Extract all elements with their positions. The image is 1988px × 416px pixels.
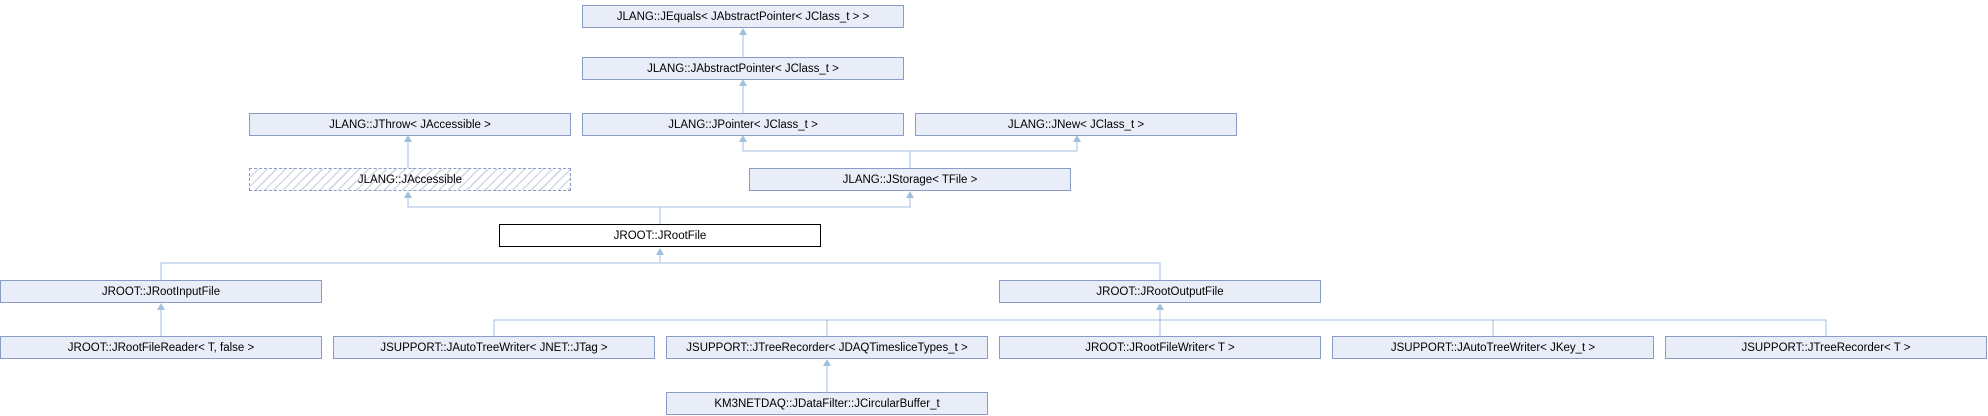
class-label: JSUPPORT::JAutoTreeWriter< JKey_t >	[1390, 341, 1596, 354]
class-node-jautotreewriter-jtag[interactable]: JSUPPORT::JAutoTreeWriter< JNET::JTag >	[333, 336, 655, 359]
class-label: JROOT::JRootFileReader< T, false >	[67, 341, 255, 354]
edge-jstorage-to-parents	[739, 135, 1081, 168]
class-node-jrootoutputfile[interactable]: JROOT::JRootOutputFile	[999, 280, 1321, 303]
class-label: JROOT::JRootFile	[613, 229, 707, 242]
class-node-jrootfile: JROOT::JRootFile	[499, 224, 821, 247]
class-node-jcircularbuffer[interactable]: KM3NETDAQ::JDataFilter::JCircularBuffer_…	[666, 392, 988, 415]
class-label: JROOT::JRootFileWriter< T >	[1085, 341, 1235, 354]
class-label: JSUPPORT::JTreeRecorder< JDAQTimesliceTy…	[686, 341, 968, 354]
class-label: JROOT::JRootOutputFile	[1096, 285, 1224, 298]
edge-jaccessible-to-jthrow	[404, 135, 412, 168]
class-label: JLANG::JAbstractPointer< JClass_t >	[647, 62, 839, 75]
class-label: JLANG::JPointer< JClass_t >	[668, 118, 818, 131]
class-label: JSUPPORT::JAutoTreeWriter< JNET::JTag >	[380, 341, 608, 354]
class-node-jpointer[interactable]: JLANG::JPointer< JClass_t >	[582, 113, 904, 136]
class-node-jstorage[interactable]: JLANG::JStorage< TFile >	[749, 168, 1071, 191]
class-node-jtreerecorder-t[interactable]: JSUPPORT::JTreeRecorder< T >	[1665, 336, 1987, 359]
class-node-jabstractpointer[interactable]: JLANG::JAbstractPointer< JClass_t >	[582, 57, 904, 80]
edge-jabstractpointer-to-jequals	[739, 28, 747, 57]
class-label: JROOT::JRootInputFile	[101, 285, 221, 298]
class-node-jequals[interactable]: JLANG::JEquals< JAbstractPointer< JClass…	[582, 5, 904, 28]
class-node-jnew[interactable]: JLANG::JNew< JClass_t >	[915, 113, 1237, 136]
edge-jpointer-to-jabstractpointer	[739, 79, 747, 113]
edge-jcircularbuffer-to-jtreerecorder	[823, 359, 831, 392]
class-node-jrootfilereader[interactable]: JROOT::JRootFileReader< T, false >	[0, 336, 322, 359]
class-label: JSUPPORT::JTreeRecorder< T >	[1741, 341, 1911, 354]
class-node-jaccessible[interactable]: JLANG::JAccessible	[249, 168, 571, 191]
class-node-jthrow[interactable]: JLANG::JThrow< JAccessible >	[249, 113, 571, 136]
class-node-jautotreewriter-jkey[interactable]: JSUPPORT::JAutoTreeWriter< JKey_t >	[1332, 336, 1654, 359]
edge-writers-to-jrootoutputfile	[493, 303, 1827, 336]
edge-jrootfilereader-to-jrootinputfile	[157, 303, 165, 336]
class-label: JLANG::JNew< JClass_t >	[1007, 118, 1145, 131]
class-label: JLANG::JStorage< TFile >	[842, 173, 978, 186]
edge-jrootfile-to-parents	[404, 191, 914, 224]
class-node-jtreerecorder-jdaq[interactable]: JSUPPORT::JTreeRecorder< JDAQTimesliceTy…	[666, 336, 988, 359]
class-label: JLANG::JThrow< JAccessible >	[329, 118, 491, 131]
class-node-jrootfilewriter[interactable]: JROOT::JRootFileWriter< T >	[999, 336, 1321, 359]
class-label: JLANG::JAccessible	[357, 173, 463, 186]
class-label: KM3NETDAQ::JDataFilter::JCircularBuffer_…	[714, 397, 940, 410]
edge-rootfiles-to-jrootfile	[160, 248, 1161, 280]
class-node-jrootinputfile[interactable]: JROOT::JRootInputFile	[0, 280, 322, 303]
class-label: JLANG::JEquals< JAbstractPointer< JClass…	[616, 10, 870, 23]
